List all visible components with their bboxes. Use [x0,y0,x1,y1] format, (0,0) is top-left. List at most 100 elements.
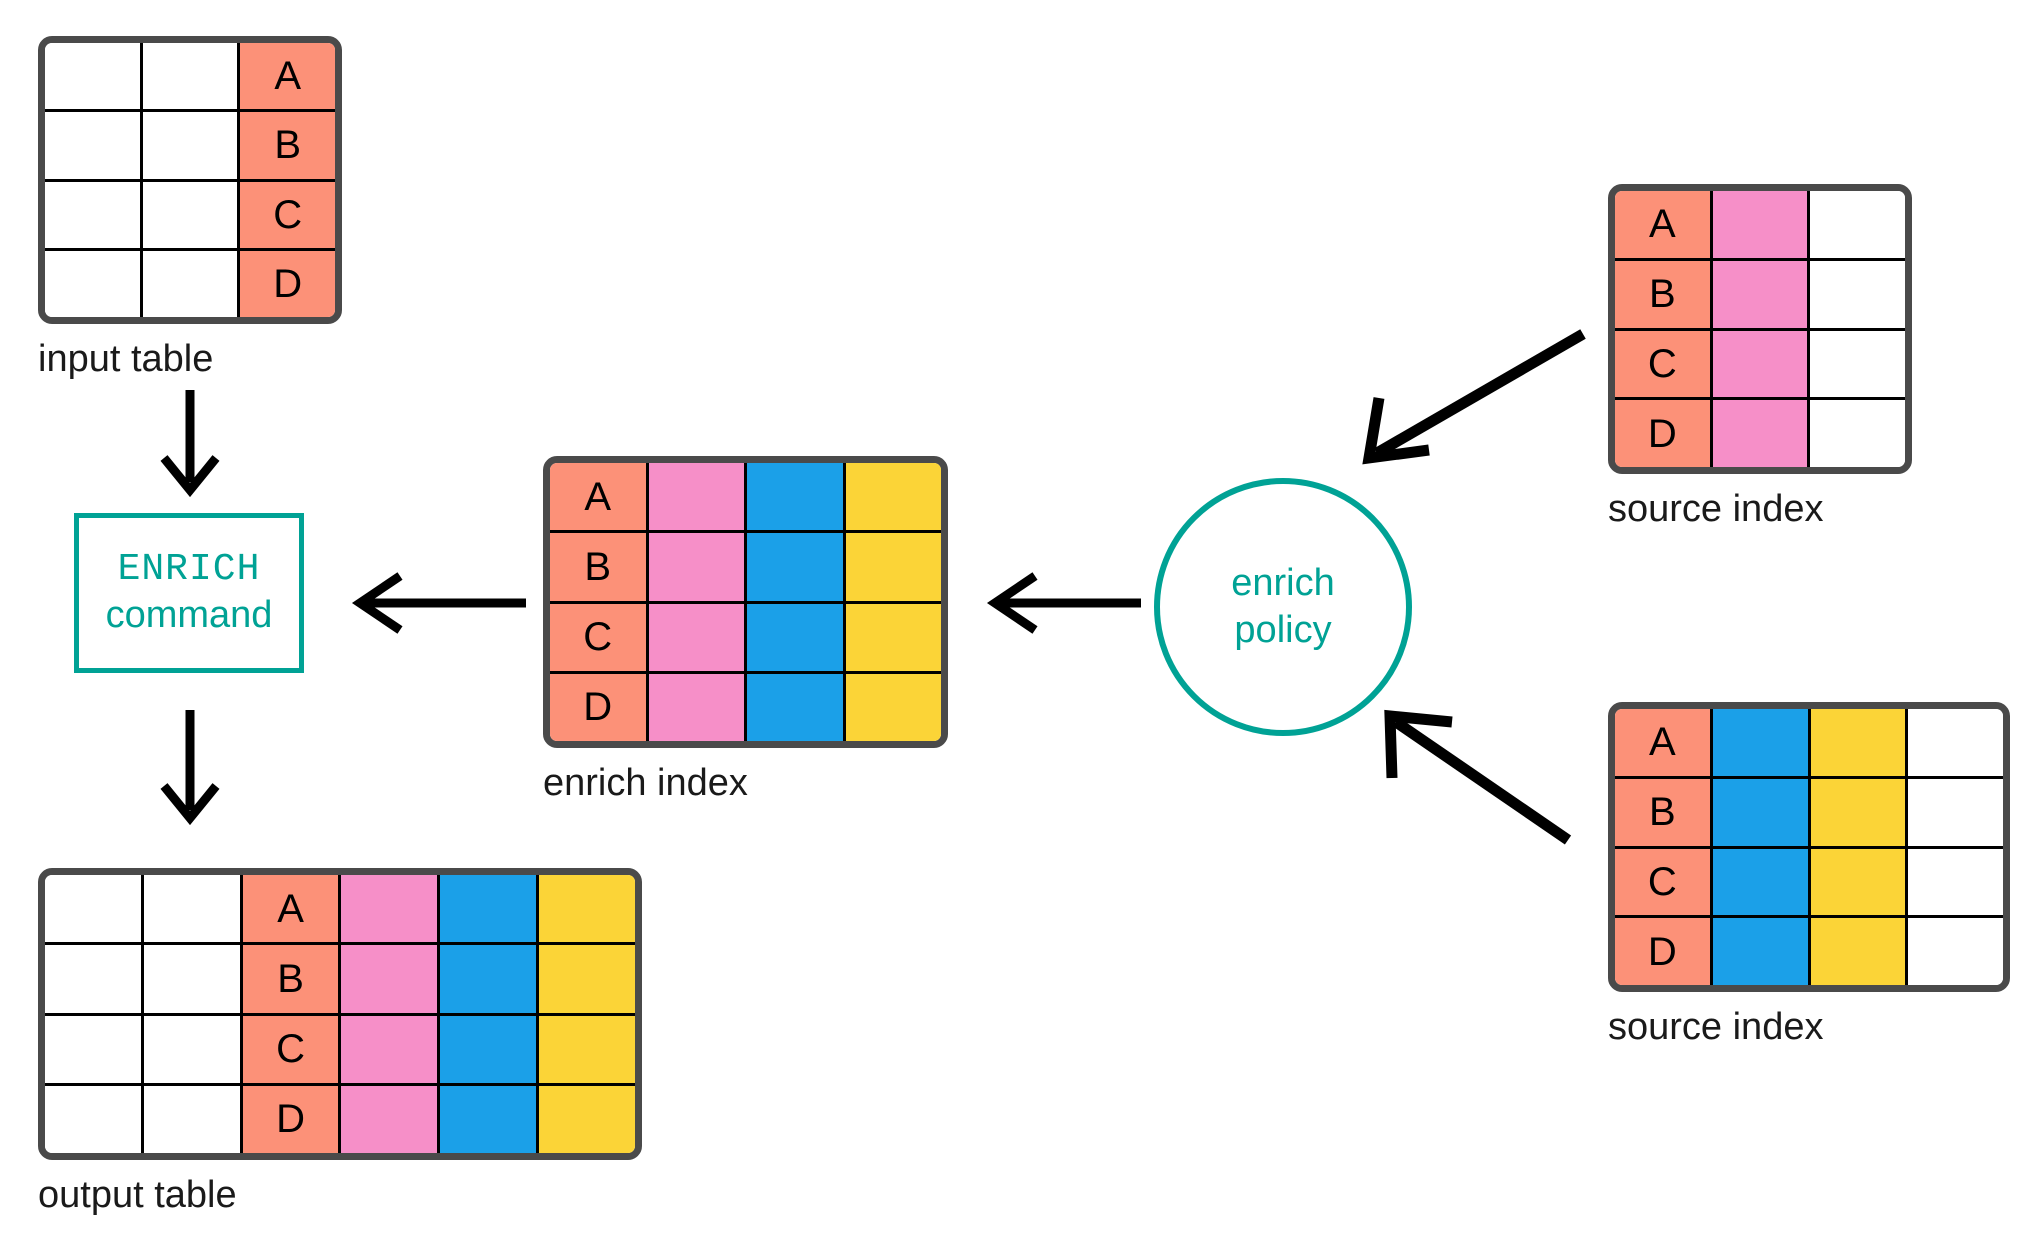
arrow-source-index-top-to-policy [1362,329,1586,465]
table-cell [1712,330,1811,398]
table-cell [539,945,635,1013]
enrich-index-caption: enrich index [543,762,748,804]
table-cell: C [1615,330,1713,398]
enrich-policy-line2: policy [1234,609,1332,651]
table-cell [845,673,941,741]
table-cell: A [1615,191,1713,258]
table-cell [1712,709,1811,776]
table-cell [440,875,540,943]
table-row: B [45,945,635,1016]
table-cell [1810,400,1905,467]
table-cell [648,673,747,741]
table-row: C [1615,330,1905,401]
table-cell [440,1015,540,1083]
arrow-command-to-output [160,710,220,826]
table-cell: D [1615,400,1713,467]
table-cell [142,181,241,248]
table-cell [1810,778,1909,846]
table-row: C [45,1015,635,1086]
table-row: A [45,875,635,946]
enrich-command-word: command [105,594,273,636]
enrich-command-box[interactable]: ENRICH command [74,513,304,673]
table-row: A [45,43,335,113]
table-cell [747,533,846,601]
table-cell [341,1015,441,1083]
input-table-caption: input table [38,338,214,380]
table-cell [45,43,143,110]
table-cell [45,112,143,179]
table-row: C [1615,848,2003,919]
table-cell [747,673,846,741]
table-cell: B [1615,260,1713,328]
table-cell: A [1615,709,1713,776]
output-table-caption: output table [38,1174,237,1216]
table-cell [539,875,635,943]
table-cell: A [550,463,649,531]
enrich-command-keyword: ENRICH [117,548,261,592]
table-cell: D [240,250,335,317]
table-cell [341,875,441,943]
table-row: A [1615,709,2003,779]
table-cell [143,1085,243,1153]
table-cell: B [550,533,649,601]
table-cell [142,112,241,179]
table-cell [648,463,747,531]
table-cell [1810,848,1909,916]
table-cell [1908,778,2003,846]
table-cell [1810,918,1909,985]
table-cell [648,603,747,671]
table-cell [1908,709,2003,776]
table-cell: B [1615,778,1713,846]
table-cell [648,533,747,601]
table-cell: C [1615,848,1713,916]
table-cell [1810,330,1905,398]
table-row: B [1615,778,2003,849]
table-cell [1810,709,1909,776]
table-cell [341,945,441,1013]
table-cell [539,1085,635,1153]
table-cell [45,1015,144,1083]
table-cell [1712,848,1811,916]
source-index-top-caption: source index [1608,488,1824,530]
enrich-policy-circle[interactable]: enrich policy [1154,478,1412,736]
table-cell [1712,191,1811,258]
table-row: D [45,1085,635,1153]
table-cell: D [242,1085,342,1153]
table-cell [45,945,144,1013]
table-cell [1712,400,1811,467]
table-cell [45,181,143,248]
table-row: A [1615,191,1905,261]
source-index-bottom-caption: source index [1608,1006,1824,1048]
table-cell [845,603,941,671]
table-cell: B [242,945,342,1013]
table-cell [45,875,144,943]
table-cell [142,43,241,110]
table-cell: A [240,43,335,110]
table-cell: C [550,603,649,671]
arrow-policy-to-enrich-index [986,572,1141,634]
table-cell [341,1085,441,1153]
table-row: B [45,112,335,182]
arrow-source-index-bottom-to-policy [1384,709,1572,845]
table-cell [143,1015,243,1083]
table-row: D [550,673,941,741]
table-cell: C [242,1015,342,1083]
table-row: D [1615,400,1905,467]
table-row: C [550,603,941,674]
table-cell [1712,918,1811,985]
table-cell [1810,260,1905,328]
table-cell [45,250,143,317]
table-cell: B [240,112,335,179]
table-cell [143,875,243,943]
table-cell [440,945,540,1013]
table-cell [1908,918,2003,985]
table-cell [440,1085,540,1153]
